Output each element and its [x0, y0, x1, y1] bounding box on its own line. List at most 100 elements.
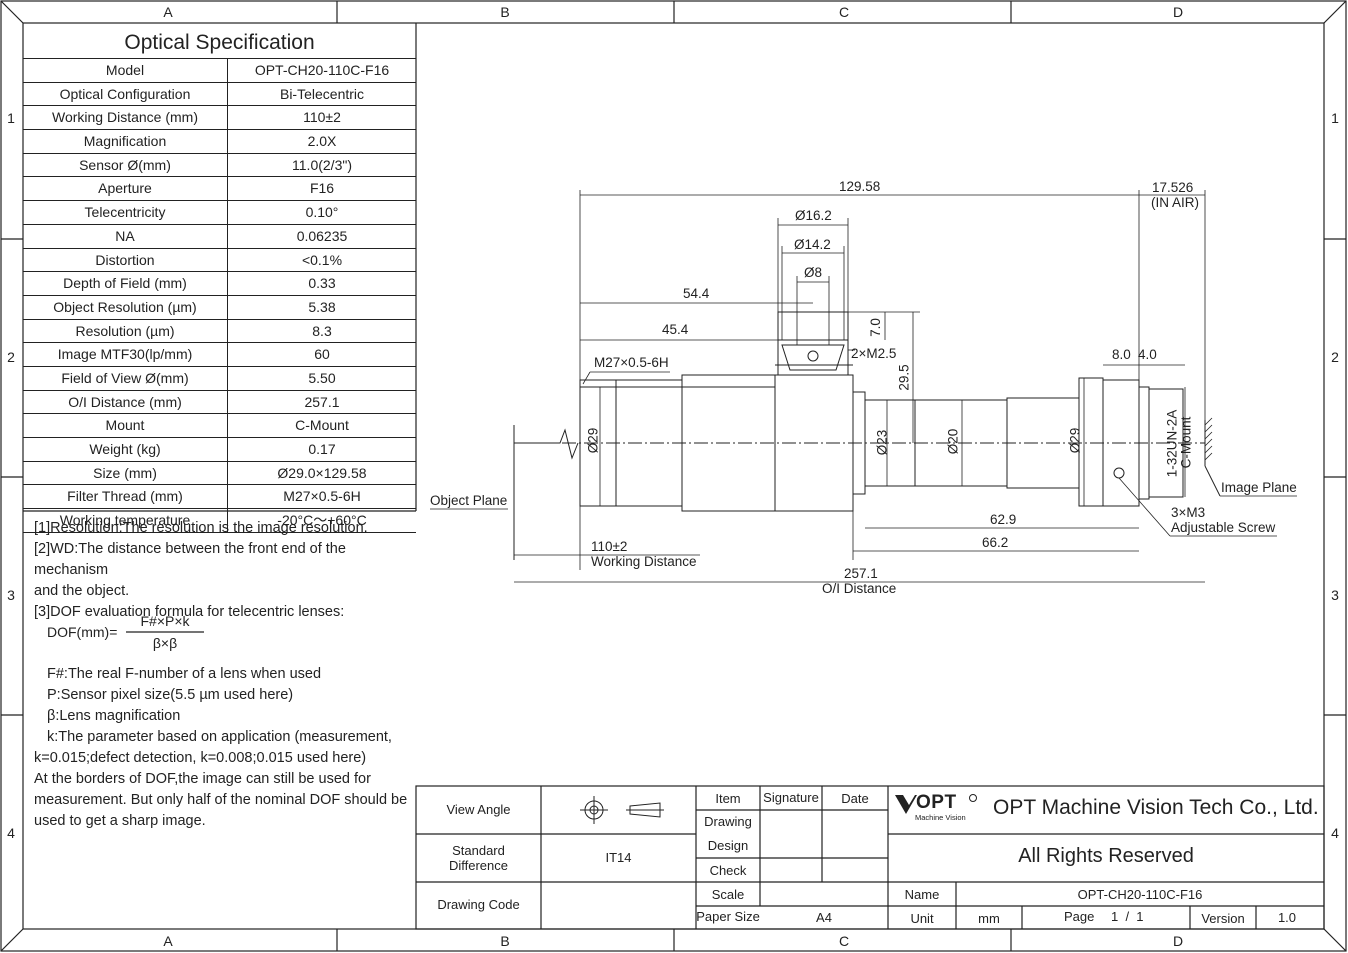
dim-dia-14-2: Ø14.2 — [794, 237, 831, 252]
spec-label: Depth of Field (mm) — [23, 272, 228, 295]
spec-label: O/I Distance (mm) — [23, 390, 228, 414]
spec-value: C-Mount — [295, 417, 349, 434]
zone-row-2: 2 — [7, 349, 15, 365]
spec-label: Working temperature — [23, 509, 228, 532]
spec-value: Bi-Telecentric — [279, 85, 365, 102]
dim-in-air: (IN AIR) — [1151, 195, 1200, 210]
spec-label: NA — [23, 224, 228, 248]
zone-row-1-right: 1 — [1331, 110, 1339, 126]
tb-item: Item — [715, 791, 741, 806]
spec-value: 5.50 — [308, 369, 336, 386]
tb-page-value: 1 / 1 — [1111, 909, 1144, 924]
note-beta: β:Lens magnification — [47, 708, 181, 724]
spec-label: Filter Thread (mm) — [23, 485, 228, 509]
note-k1: k:The parameter based on application (me… — [47, 729, 392, 745]
zone-row-3-right: 3 — [1331, 587, 1339, 603]
dim-thread-1-32un: 1-32UN-2A — [1164, 409, 1180, 478]
dim-oi-distance-value: 257.1 — [844, 566, 878, 581]
dim-overall-length: 129.58 — [839, 179, 881, 194]
spec-label: Aperture — [23, 177, 228, 201]
opt-logo-text: OPT — [916, 792, 957, 813]
zone-row-4-right: 4 — [1331, 825, 1339, 841]
formula-numerator: F#×P×k — [140, 613, 190, 629]
dim-dia-20: Ø20 — [945, 428, 961, 455]
spec-value: M27×0.5-6H — [283, 488, 361, 505]
spec-label: Telecentricity — [23, 201, 228, 224]
spec-row: Telecentricity 0.10° — [23, 201, 416, 225]
label-working-distance: Working Distance — [591, 554, 697, 569]
note-fnumber: F#:The real F-number of a lens when used — [47, 666, 322, 682]
dim-c-mount: C-Mount — [1178, 416, 1194, 469]
spec-label: Sensor Ø(mm) — [23, 153, 228, 177]
note-borders3: used to get a sharp image. — [34, 813, 206, 829]
tb-company: OPT Machine Vision Tech Co., Ltd. — [993, 796, 1319, 819]
dim-dia-29-front: Ø29 — [585, 427, 601, 454]
tb-unit-value: mm — [978, 911, 1000, 926]
tb-drawing-code: Drawing Code — [437, 897, 520, 912]
dim-45-4: 45.4 — [662, 322, 689, 337]
dim-29-5: 29.5 — [896, 364, 912, 391]
view-angle-symbol — [580, 796, 664, 824]
tb-page-label: Page — [1064, 909, 1095, 924]
label-oi-distance: O/I Distance — [822, 581, 897, 596]
dim-dia-29-rear: Ø29 — [1067, 427, 1083, 454]
tb-rights: All Rights Reserved — [1018, 845, 1194, 867]
note-k2: k=0.015;defect detection, k=0.008;0.015 … — [34, 750, 367, 766]
spec-value: <0.1% — [301, 251, 343, 268]
lens-drawing — [513, 311, 1221, 560]
tb-signature: Signature — [763, 790, 819, 805]
zone-row-2-right: 2 — [1331, 349, 1339, 365]
tb-check: Check — [709, 863, 747, 878]
tb-std-value: IT14 — [605, 850, 632, 865]
spec-label: Size (mm) — [23, 461, 228, 485]
tb-std-diff-2: Difference — [448, 858, 508, 873]
spec-row: Mount C-Mount — [23, 414, 416, 438]
spec-label: Image MTF30(lp/mm) — [23, 343, 228, 366]
label-object-plane: Object Plane — [430, 493, 508, 508]
dim-4-0: 4.0 — [1138, 347, 1157, 362]
zone-row-3: 3 — [7, 587, 15, 603]
note-dof: [3]DOF evaluation formula for telecentri… — [34, 604, 345, 620]
tb-paper-size: Paper Size — [696, 909, 760, 924]
spec-value: 110±2 — [303, 109, 341, 126]
spec-value: Ø29.0×129.58 — [277, 464, 367, 481]
spec-label: Model — [23, 59, 228, 82]
label-image-plane: Image Plane — [1221, 480, 1297, 495]
opt-logo-mark-icon — [895, 794, 977, 814]
formula-notes: F#:The real F-number of a lens when used… — [34, 664, 424, 832]
spec-row: Working temperature -20°C～+60°C — [23, 509, 416, 533]
spec-label: Working Distance (mm) — [23, 106, 228, 130]
tb-drawing: Drawing — [704, 814, 752, 829]
spec-row: Image MTF30(lp/mm)60 — [23, 343, 416, 367]
tb-view-angle: View Angle — [446, 802, 511, 817]
zone-col-d: D — [1172, 4, 1184, 20]
spec-label: Weight (kg) — [23, 438, 228, 461]
opt-logo-sub: Machine Vision — [915, 813, 966, 822]
formula-denominator: β×β — [152, 635, 178, 651]
spec-label: Distortion — [23, 248, 228, 272]
spec-value: 257.1 — [304, 393, 340, 410]
dim-7-0: 7.0 — [867, 318, 883, 337]
spec-label: Optical Configuration — [23, 82, 228, 106]
dimension-lines — [430, 190, 1297, 583]
note-resolution: [1]Resolution:The resolution is the imag… — [34, 520, 368, 536]
spec-value: -20°C～+60°C — [277, 512, 367, 529]
spec-value: 8.3 — [312, 322, 332, 339]
spec-title: Optical Specification — [23, 23, 416, 59]
dim-back-focal: 17.526 — [1152, 180, 1194, 195]
spec-row: Object Resolution (µm)5.38 — [23, 295, 416, 320]
spec-value: 0.10° — [305, 204, 339, 221]
spec-value: F16 — [309, 180, 335, 197]
zone-col-b: B — [500, 4, 510, 20]
tb-date: Date — [841, 791, 869, 806]
tb-unit-label: Unit — [910, 911, 934, 926]
tb-version-label: Version — [1201, 911, 1245, 926]
spec-row: Working Distance (mm) 110±2 — [23, 106, 416, 131]
spec-label: Mount — [23, 414, 228, 437]
zone-row-4: 4 — [7, 825, 15, 841]
spec-label: Resolution (µm) — [23, 319, 228, 343]
tb-version-value: 1.0 — [1277, 910, 1297, 925]
